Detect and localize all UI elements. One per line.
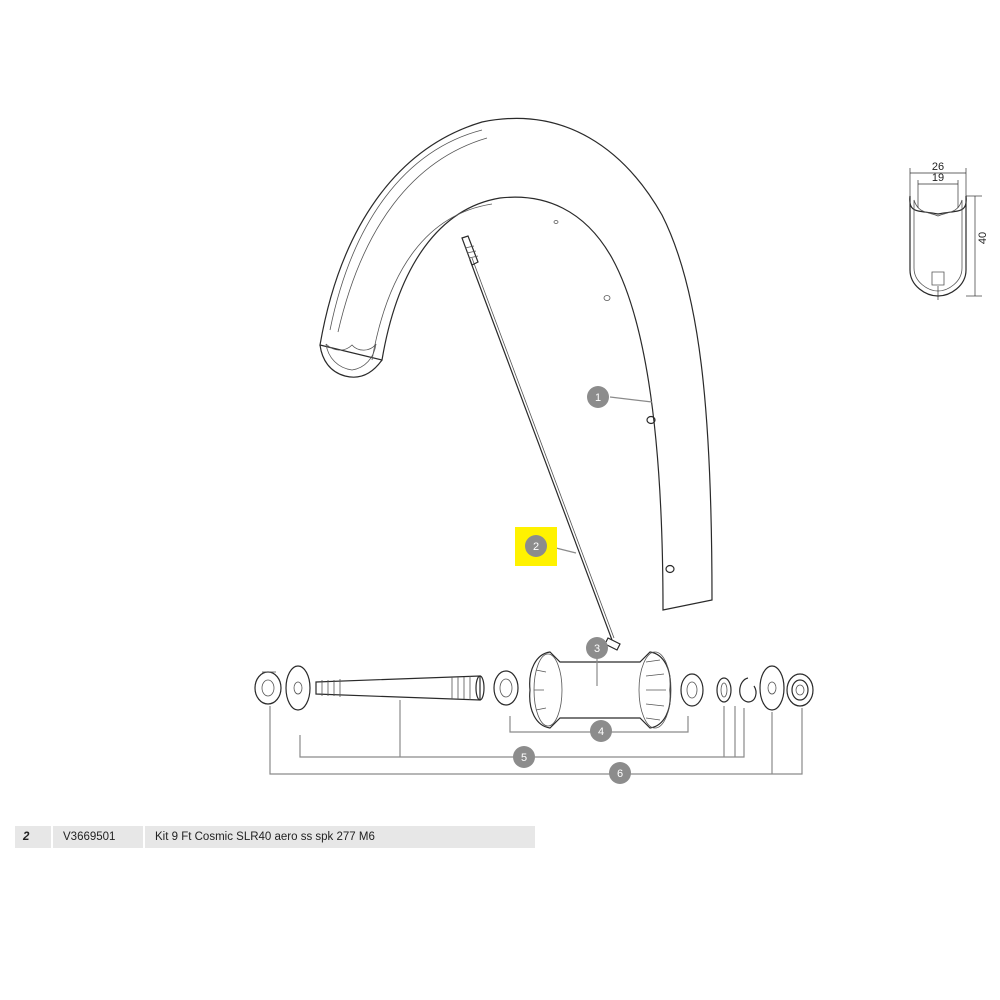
left-bearing [493, 670, 519, 706]
svg-text:5: 5 [521, 752, 527, 764]
callout-1: 1 [587, 386, 609, 408]
hub-assembly [254, 651, 814, 729]
column-divider [143, 826, 145, 848]
callout-5: 5 [513, 746, 535, 768]
profile-inner-width: 19 [932, 172, 944, 184]
circlip [739, 677, 757, 703]
profile-height: 40 [977, 232, 989, 244]
axle [315, 675, 485, 701]
parts-table-row: 2 V3669501 Kit 9 Ft Cosmic SLR40 aero ss… [15, 826, 535, 848]
rim [319, 117, 713, 611]
svg-text:4: 4 [598, 726, 604, 738]
right-washer [759, 665, 785, 711]
svg-text:6: 6 [617, 768, 623, 780]
callout-4: 4 [590, 720, 612, 742]
svg-text:3: 3 [594, 643, 600, 655]
right-end-cap [786, 673, 814, 707]
left-washer [285, 665, 311, 711]
column-divider [51, 826, 53, 848]
callout-3: 3 [586, 637, 608, 659]
part-reference-number: 2 [23, 831, 30, 843]
svg-text:1: 1 [595, 392, 601, 404]
part-code: V3669501 [63, 831, 116, 843]
part-description: Kit 9 Ft Cosmic SLR40 aero ss spk 277 M6 [155, 831, 375, 843]
right-bearing [680, 673, 704, 707]
svg-text:2: 2 [533, 541, 539, 553]
callout-6: 6 [609, 762, 631, 784]
profile-outer-width: 26 [932, 161, 944, 173]
left-end-cap [254, 671, 282, 705]
hub-body [529, 651, 672, 729]
leader-lines [269, 396, 803, 775]
rim-profile-section: 26 19 40 [909, 161, 989, 300]
callout-2-highlighted: 2 [515, 527, 557, 566]
spoke [461, 235, 621, 651]
spacer-ring [716, 677, 732, 703]
